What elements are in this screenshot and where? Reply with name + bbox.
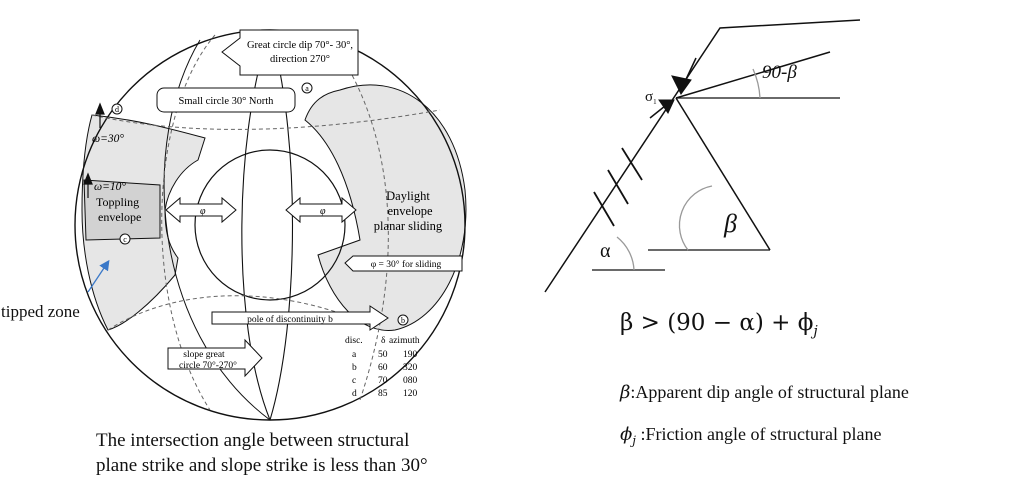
table-row-b-delta: 60 — [378, 363, 388, 373]
criterion-formula: β > (90 − α) + ϕj — [620, 310, 818, 340]
daylight-label-3: planar sliding — [374, 219, 443, 233]
tipped-zone-label: tipped zone — [1, 302, 80, 321]
table-row-c-disc: c — [352, 376, 356, 386]
arc-beta — [678, 185, 713, 251]
phi-left-label: φ — [200, 206, 206, 217]
toppling-label-1: Toppling — [96, 195, 139, 209]
legend-beta: β:Apparent dip angle of structural plane — [620, 382, 909, 403]
legend-beta-symbol: β — [620, 382, 631, 403]
table-header-delta: δ — [381, 336, 386, 346]
table-row-a-disc: a — [352, 350, 357, 360]
table-row-a-delta: 50 — [378, 350, 388, 360]
marker-a: a — [305, 84, 309, 93]
discontinuity-table: disc. δ azimuth a 50 190 b 60 320 c 70 0… — [345, 336, 420, 399]
legend-phi-symbol: ϕ — [620, 424, 633, 445]
criterion-formula-subscript: j — [813, 323, 818, 340]
legend-phi-subscript: j — [632, 433, 637, 448]
stereonet-caption-line-2: plane strike and slope strike is less th… — [96, 455, 428, 476]
phi-sliding-callout — [344, 255, 463, 272]
slope-face-line — [544, 19, 861, 293]
table-row-a-azimuth: 190 — [403, 350, 418, 360]
marker-b: b — [401, 316, 405, 325]
great-circle-callout — [221, 29, 359, 76]
table-row-c-delta: 70 — [378, 376, 388, 386]
daylight-label-1: Daylight — [386, 189, 430, 203]
sigma-subscript: 1 — [653, 98, 657, 106]
joint-2 — [607, 169, 629, 205]
table-row-c-azimuth: 080 — [403, 376, 418, 386]
table-header-azimuth: azimuth — [389, 336, 420, 346]
table-row-d-azimuth: 120 — [403, 389, 418, 399]
marker-b-circle — [397, 314, 409, 326]
sigma-arrowhead-lower — [658, 99, 675, 115]
joint-1 — [621, 147, 643, 181]
slope-gc-label-2: circle 70°-270° — [179, 360, 237, 371]
small-circle-30-north — [91, 109, 441, 130]
joint-3 — [593, 191, 615, 227]
criterion-formula-body: β > (90 − α) + ϕ — [620, 310, 814, 336]
legend-phi-text: :Friction angle of structural plane — [636, 424, 882, 444]
phi-right-label: φ — [320, 206, 326, 217]
friction-circle — [194, 149, 346, 301]
table-header-disc: disc. — [345, 336, 363, 346]
legend-phi: ϕj :Friction angle of structural plane — [620, 424, 881, 448]
toppling-label-2: envelope — [98, 210, 141, 224]
marker-c: c — [123, 235, 127, 244]
table-row-b-azimuth: 320 — [403, 363, 418, 373]
legend-beta-text: :Apparent dip angle of structural plane — [630, 382, 909, 402]
small-circle-label: Small circle 30° North — [179, 96, 275, 107]
tipped-zone-pointer — [87, 259, 110, 293]
structural-plane-line — [675, 97, 771, 251]
stereonet-caption-line-1: The intersection angle between structura… — [96, 430, 410, 451]
marker-c-circle — [119, 233, 131, 245]
great-circle-outer — [163, 39, 271, 421]
slope-gc-callout — [167, 338, 263, 378]
marker-d: d — [115, 105, 119, 114]
beta-label: β — [723, 209, 737, 238]
stereonet: Great circle dip 70°- 30°, direction 270… — [74, 29, 467, 421]
marker-d-circle — [111, 103, 123, 115]
great-circle-label-1: Great circle dip 70°- 30°, — [247, 40, 353, 51]
phi-double-arrow-right — [285, 196, 357, 224]
table-row-d-disc: d — [352, 389, 357, 399]
arc-alpha — [616, 236, 635, 271]
toppling-lower-curve — [107, 295, 346, 331]
sigma-arrowhead-upper — [671, 75, 692, 95]
table-row-d-delta: 85 — [378, 389, 388, 399]
arrow-up-omega — [83, 172, 93, 198]
small-circle-callout — [156, 87, 296, 113]
small-circle-dashed-1 — [161, 34, 216, 411]
table-row-b-disc: b — [352, 363, 357, 373]
phi-sliding-label: φ = 30° for sliding — [371, 259, 442, 270]
slope-diagram — [544, 19, 861, 293]
pole-callout — [211, 305, 389, 331]
pole-label: pole of discontinuity b — [247, 314, 333, 325]
daylight-label-2: envelope — [387, 204, 433, 218]
slope-gc-label-1: slope great — [183, 350, 225, 360]
arrow-up-d — [95, 102, 105, 128]
great-circle-label-2: direction 270° — [270, 54, 330, 65]
alpha-label: α — [600, 240, 611, 262]
marker-a-circle — [301, 82, 313, 94]
sigma-symbol: σ — [645, 89, 653, 105]
upper-ray-1 — [675, 51, 831, 99]
omega-30-label: ω=30° — [92, 133, 124, 145]
sigma-label: σ1 — [645, 89, 657, 106]
omega-10-label: ω=10° — [94, 181, 126, 193]
arc-90-beta — [752, 68, 761, 99]
angle-90-beta-label: 90-β — [762, 62, 797, 83]
toppling-envelope-region — [83, 179, 161, 241]
phi-double-arrow-left — [165, 196, 237, 224]
